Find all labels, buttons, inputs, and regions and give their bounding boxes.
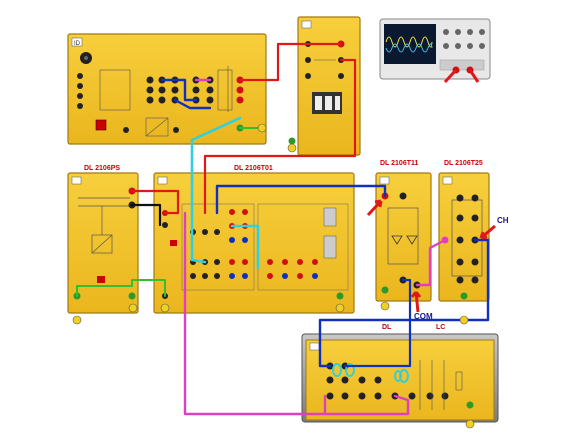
psu-module [67, 172, 139, 314]
label-main: DL 2106T01 [234, 165, 273, 172]
label-psu: DL 2106PS [84, 165, 121, 172]
diode-module-t11 [375, 172, 432, 302]
switch-panel [288, 16, 361, 156]
probe-arrow-icon [410, 291, 422, 313]
ground-icon [72, 123, 475, 429]
probe-arrow-icon [366, 199, 383, 217]
wires [76, 42, 490, 416]
oscilloscope [379, 18, 491, 80]
label-bottom-suffix: LC [436, 324, 446, 331]
probe-arrow-icon [479, 224, 496, 240]
svg-text:ID: ID [74, 41, 81, 47]
bridge-module-t25 [438, 172, 490, 302]
callout-ch: CH [497, 216, 509, 225]
lc-load-module [301, 333, 499, 423]
callout-com: COM [414, 312, 433, 321]
three-phase-supply-panel: ID [67, 33, 267, 145]
label-t11: DL 2106T11 [380, 160, 419, 167]
label-bottom-prefix: DL [382, 324, 392, 331]
label-t25: DL 2106T25 [444, 160, 483, 167]
